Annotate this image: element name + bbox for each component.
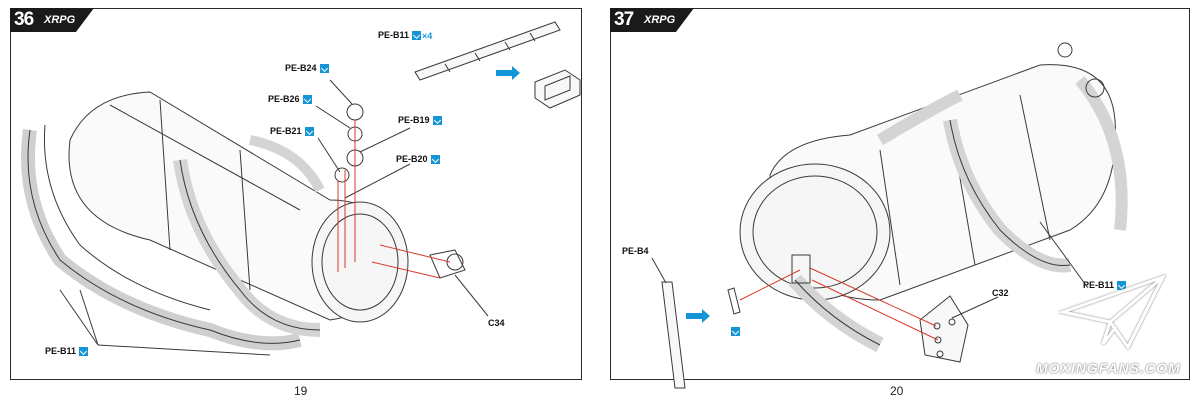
- assembly-illustration-step-37: [651, 42, 1128, 389]
- watermark-text: MOXINGFANS.COM: [1036, 360, 1181, 376]
- direction-arrow-icon: [496, 66, 520, 80]
- photo-etch-check-icon: [1117, 281, 1127, 291]
- photo-etch-check-icon: [302, 95, 312, 105]
- page-frame: [10, 8, 582, 380]
- page-frame: [610, 8, 1190, 380]
- part-label-pe-b19: PE-B19: [398, 115, 442, 126]
- part-label-pe-b4: PE-B4: [622, 246, 649, 256]
- part-label-pe-b11-top: PE-B11×4: [378, 30, 433, 41]
- photo-etch-check-icon: [79, 347, 89, 357]
- part-label-c34: C34: [488, 318, 505, 328]
- part-label-pe-b24: PE-B24: [285, 63, 329, 74]
- direction-arrow-icon: [686, 309, 710, 323]
- part-label-pe-b21: PE-B21: [270, 126, 314, 137]
- part-label-pe-b26: PE-B26: [268, 94, 312, 105]
- step-number: 36: [14, 9, 34, 30]
- brand-logo-text: XRPG: [44, 14, 76, 26]
- step-number: 37: [614, 9, 634, 30]
- paper-plane-watermark-icon: [1058, 274, 1166, 350]
- photo-etch-check-icon: [430, 155, 440, 165]
- photo-etch-check-icon: [731, 327, 740, 337]
- photo-etch-check-icon: [319, 64, 329, 74]
- assembly-illustration-step-36: [21, 21, 581, 356]
- page-number: 19: [294, 384, 308, 398]
- part-label-pe-b20: PE-B20: [396, 154, 440, 165]
- photo-etch-check-icon: [304, 127, 314, 137]
- step-tab: [610, 8, 694, 32]
- part-label-pe-b11-bottom: PE-B11: [45, 346, 89, 357]
- photo-etch-check-icon: [432, 116, 442, 126]
- part-label-pe-b11: PE-B11: [1083, 280, 1127, 291]
- instruction-page-left: 36 XRPG: [0, 0, 600, 402]
- photo-etch-marker: [728, 326, 740, 337]
- brand-logo-text: XRPG: [644, 14, 676, 26]
- step-tab: [10, 8, 94, 32]
- photo-etch-check-icon: [412, 31, 422, 41]
- page-number: 20: [890, 384, 904, 398]
- part-label-c32: C32: [992, 288, 1009, 298]
- instruction-page-right: 37 XRPG: [600, 0, 1200, 402]
